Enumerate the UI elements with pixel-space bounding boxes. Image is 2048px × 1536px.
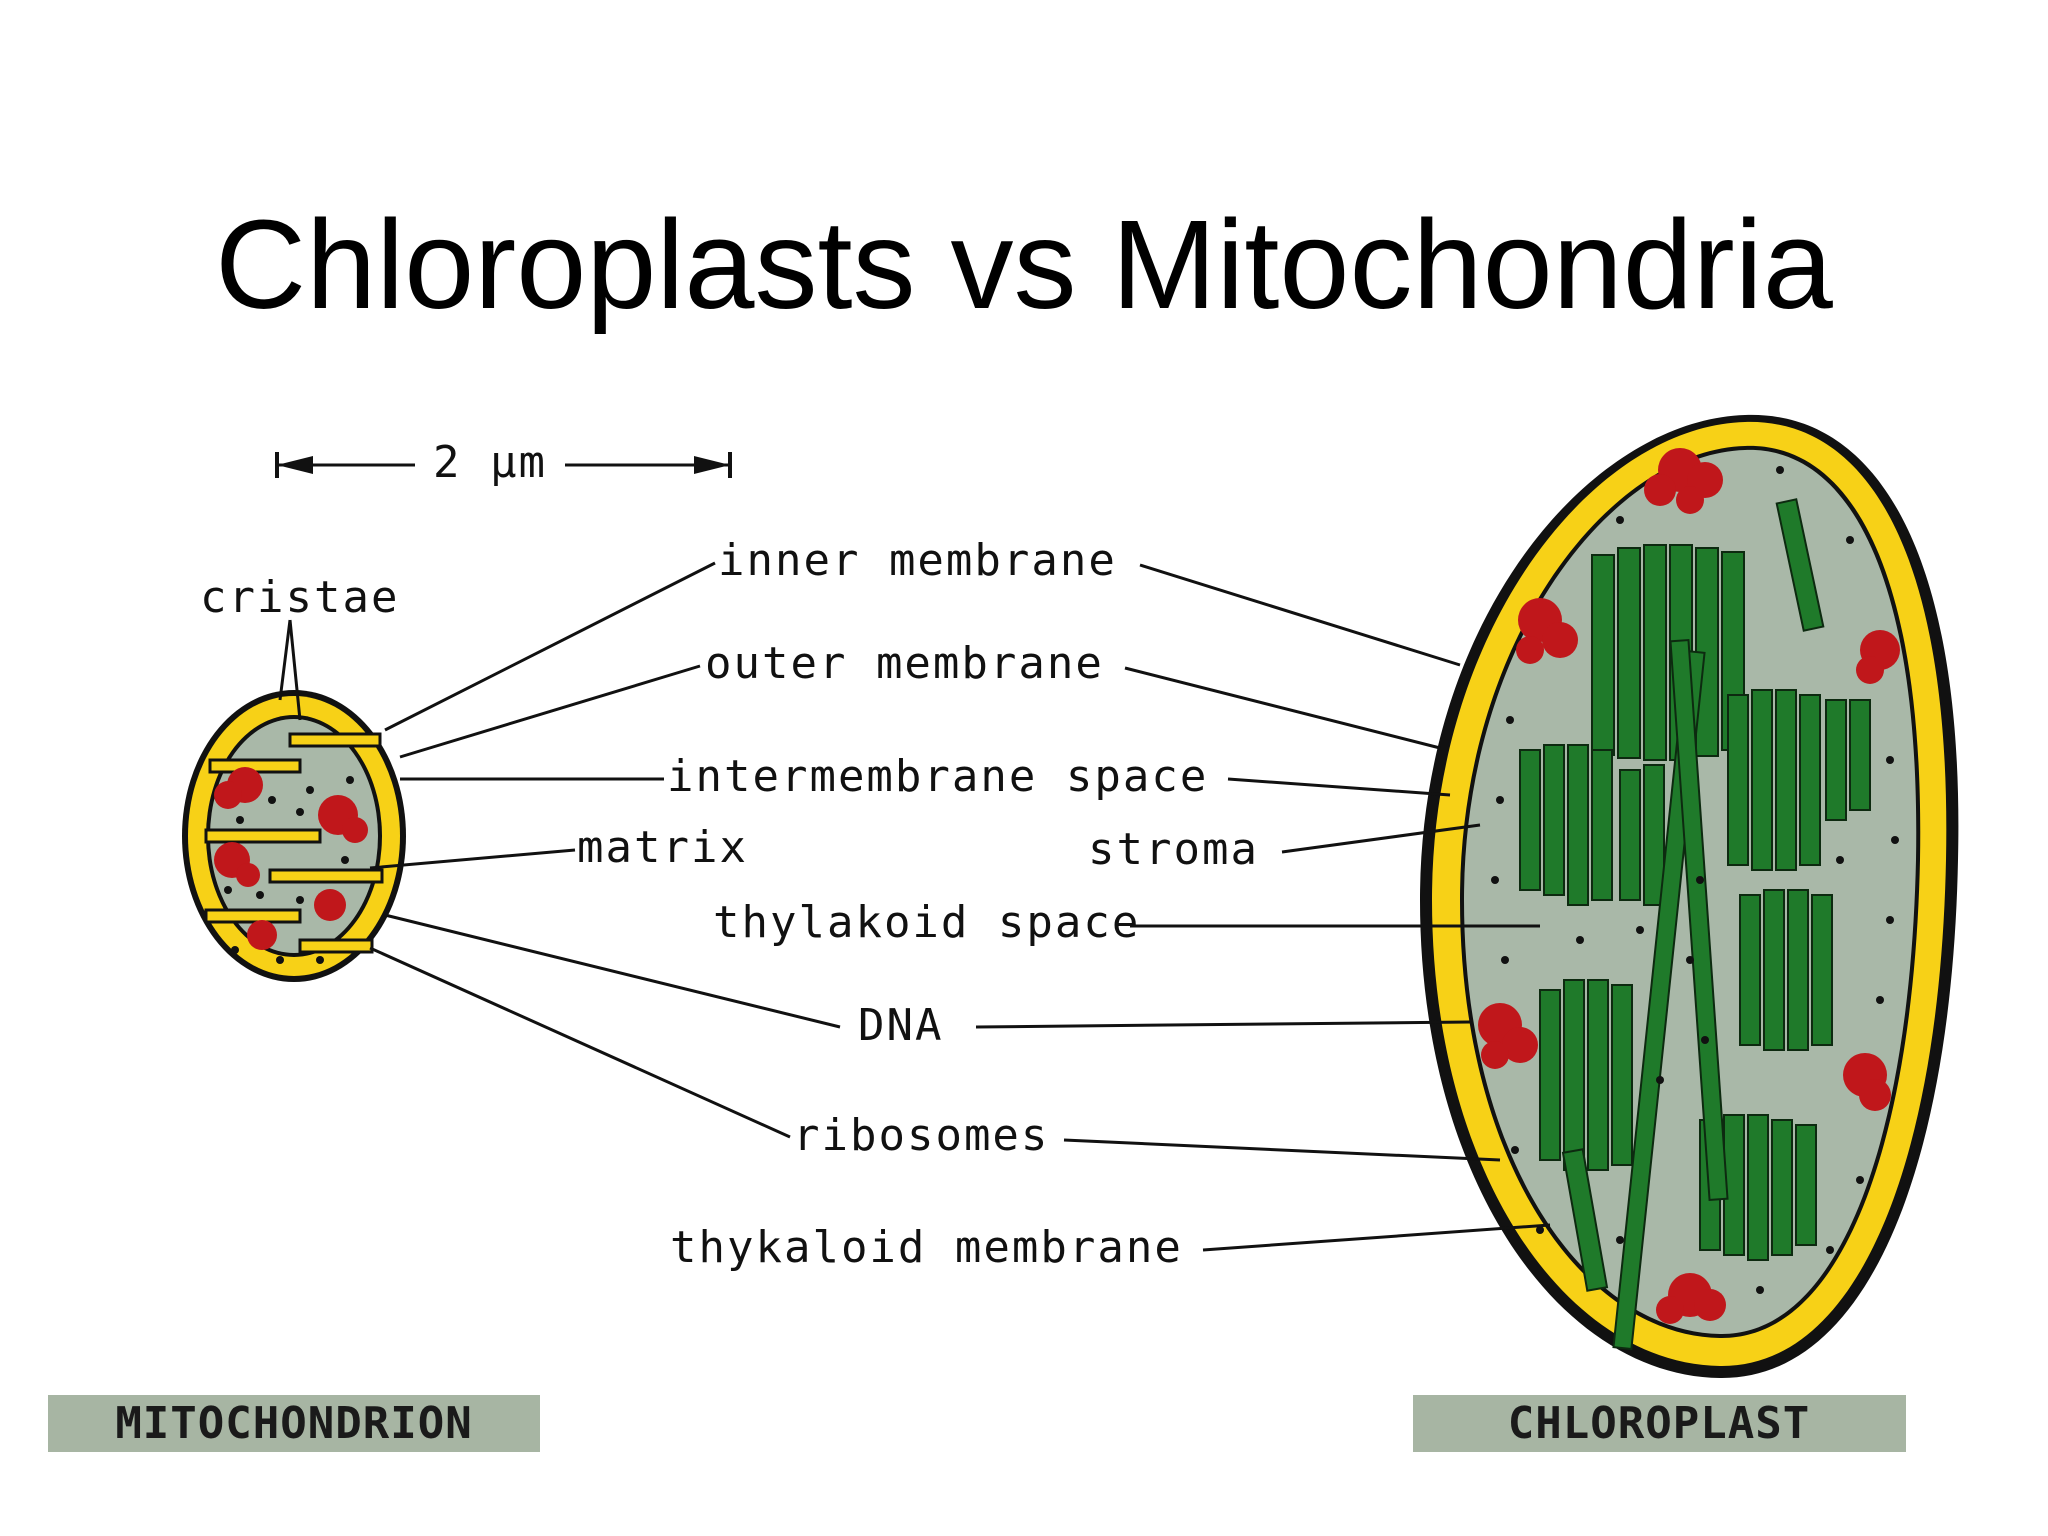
mitochondrion-dna [214,767,368,950]
label-thylakoid-space: thylakoid space [713,897,1140,948]
label-intermembrane-space: intermembrane space [667,751,1208,802]
chloroplast-tag-label: CHLOROPLAST [1508,1398,1810,1449]
page-title: Chloroplasts vs Mitochondria [215,194,1833,335]
label-thylakoid-membrane: thykaloid membrane [670,1222,1183,1273]
chloroplast-tag: CHLOROPLAST [1413,1395,1906,1452]
chloroplast-shape [1420,414,1959,1379]
thylakoid-grana [1519,498,1871,1351]
label-dna: DNA [858,1000,943,1051]
chloroplast-dna [1478,448,1900,1324]
scale-bar-label: 2 µm [433,437,547,488]
label-matrix: matrix [577,822,748,873]
label-cristae: cristae [200,572,399,623]
mitochondrion-shape [182,690,406,982]
label-stroma: stroma [1088,824,1259,875]
mitochondrion-tag-label: MITOCHONDRION [115,1398,472,1449]
label-outer-membrane: outer membrane [705,638,1104,689]
label-inner-membrane: inner membrane [718,535,1117,586]
label-ribosomes: ribosomes [793,1110,1049,1161]
mitochondrion-tag: MITOCHONDRION [48,1395,540,1452]
scale-bar: 2 µm [275,437,732,488]
leader-lines [278,561,1551,1252]
